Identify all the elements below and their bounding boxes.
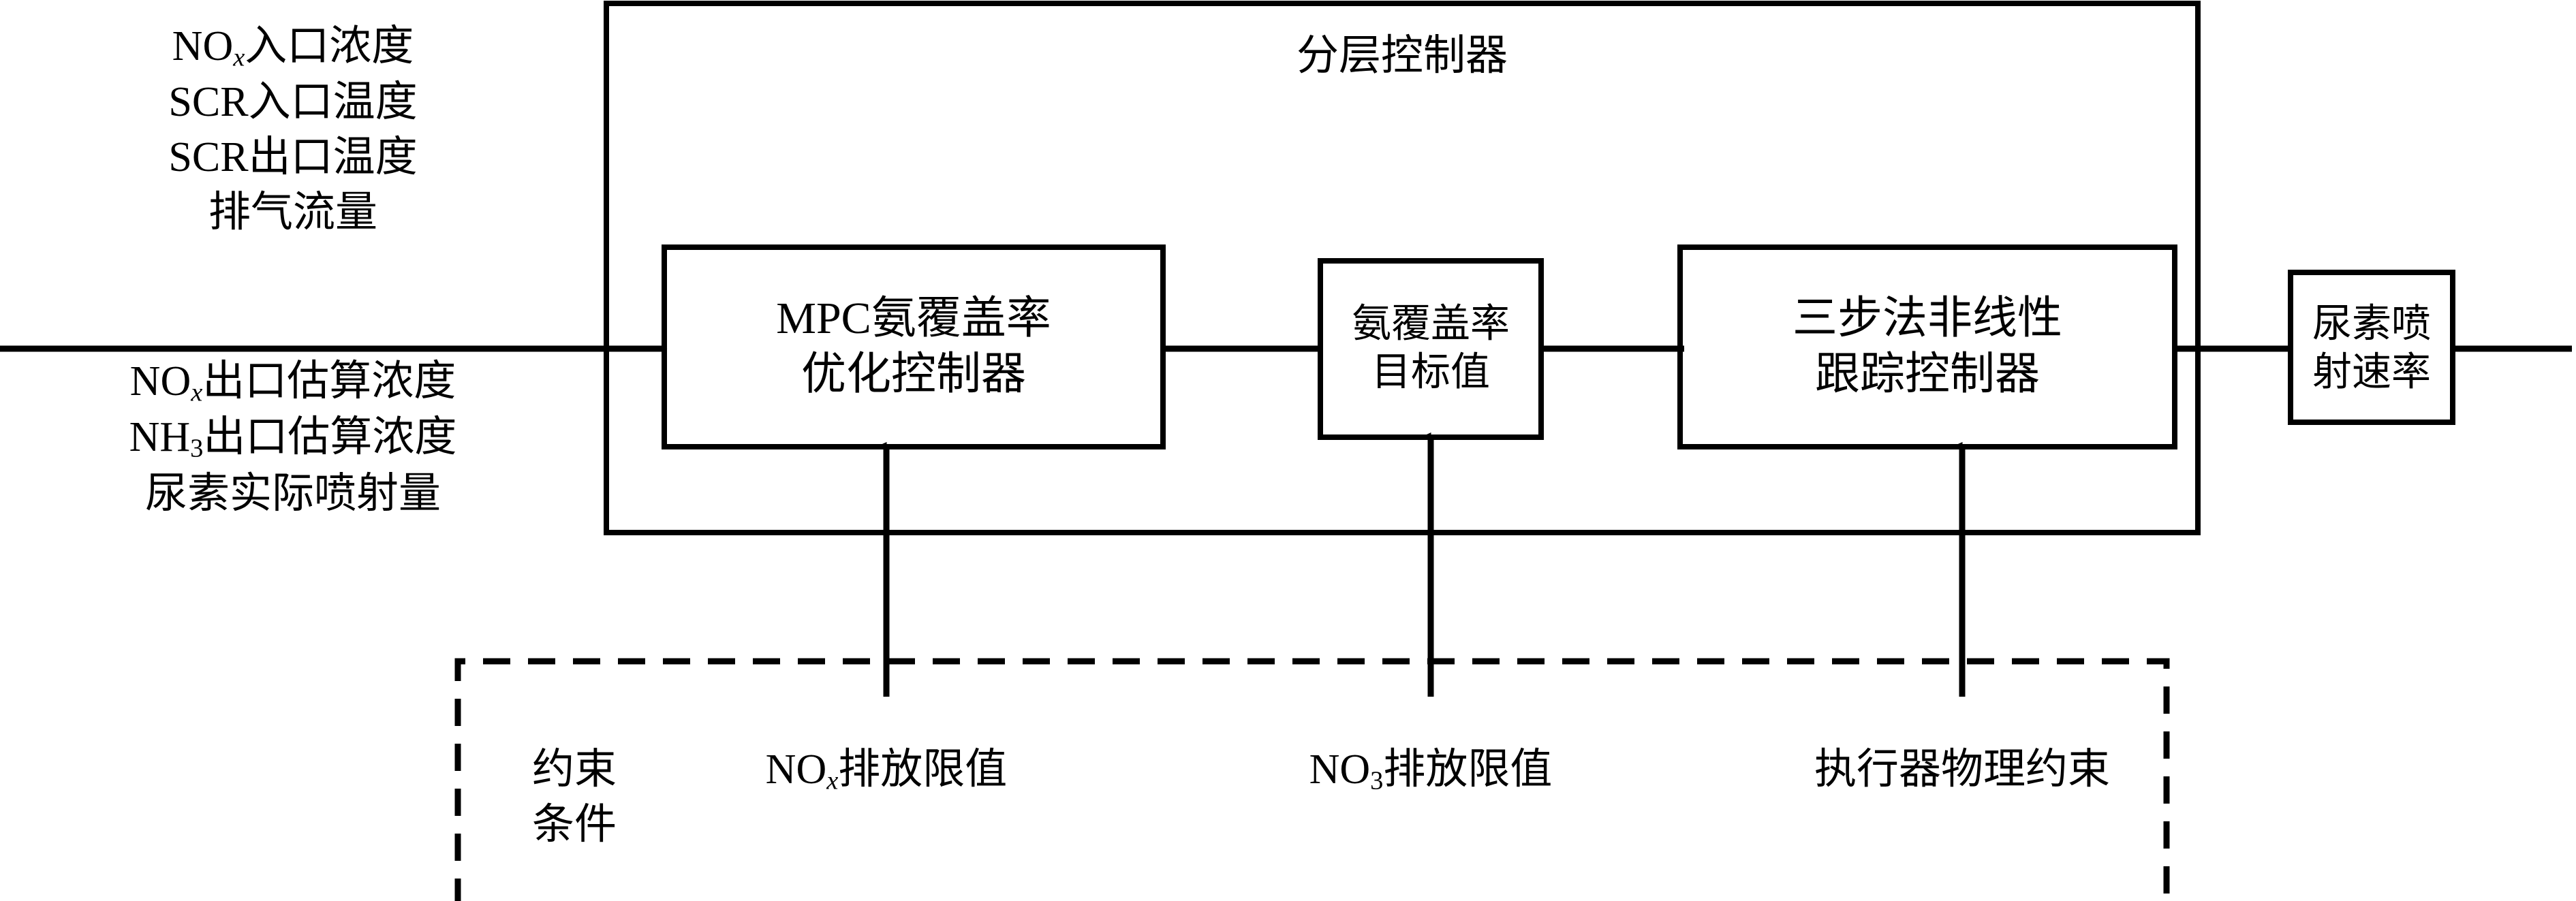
input-signal-item: NOx入口浓度 (172, 23, 414, 72)
mpc-controller-label-line1: MPC氨覆盖率 (776, 294, 1051, 344)
constraint-box-title-line1: 约束 (531, 746, 617, 793)
urea-rate-label: 尿素喷 射速率 (2312, 300, 2431, 396)
tracking-controller-label-line2: 跟踪控制器 (1815, 349, 2040, 399)
outer-box-title: 分层控制器 (1296, 33, 1508, 79)
urea-rate-label-line1: 尿素喷 (2312, 301, 2432, 346)
input-signal-item: SCR出口温度 (168, 134, 418, 181)
constraint-item-nox: NOx排放限值 (765, 746, 1008, 795)
ammonia-target-label-line2: 目标值 (1371, 349, 1491, 394)
input-signal-item: SCR入口温度 (168, 79, 418, 126)
input-signal-list-upper: NOx入口浓度 SCR入口温度 SCR出口温度 排气流量 (168, 19, 417, 240)
constraint-item-actuator: 执行器物理约束 (1814, 746, 2111, 793)
mpc-controller-label-line2: 优化控制器 (801, 349, 1026, 399)
ammonia-target-label-line1: 氨覆盖率 (1351, 301, 1510, 346)
input-signal-item: 尿素实际喷射量 (144, 470, 441, 517)
constraint-dashed-box (454, 658, 2170, 901)
constraint-item-no3: NO3排放限值 (1309, 746, 1553, 795)
mpc-controller-label: MPC氨覆盖率 优化控制器 (776, 291, 1051, 402)
input-signal-item: NH3出口估算浓度 (129, 414, 457, 463)
urea-rate-label-line2: 射速率 (2312, 349, 2432, 394)
input-signal-item: 排气流量 (208, 189, 378, 236)
constraint-box-title: 约束 条件 (532, 742, 617, 852)
tracking-controller-label-line1: 三步法非线性 (1793, 294, 2062, 344)
tracking-controller-label: 三步法非线性 跟踪控制器 (1793, 291, 2062, 402)
outer-controller-box (604, 1, 2201, 535)
ammonia-target-label: 氨覆盖率 目标值 (1352, 300, 1510, 396)
input-signal-list-lower: NOx出口估算浓度 NH3出口估算浓度 尿素实际喷射量 (129, 354, 457, 521)
constraint-box-title-line2: 条件 (531, 801, 617, 848)
input-signal-item: NOx出口估算浓度 (129, 358, 456, 407)
